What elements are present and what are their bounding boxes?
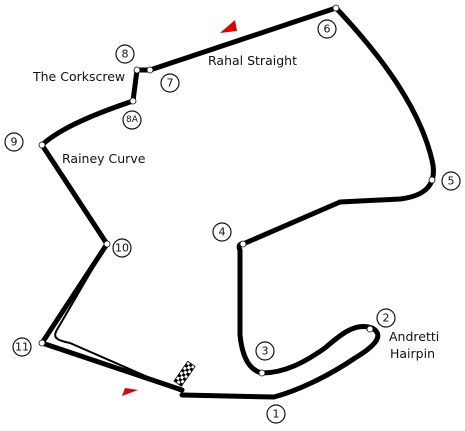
pit-lane bbox=[54, 243, 183, 393]
corner-dot bbox=[146, 66, 154, 74]
svg-text:8A: 8A bbox=[126, 115, 139, 125]
corner-dot bbox=[366, 325, 374, 333]
label-andretti-hairpin-line2: Hairpin bbox=[390, 346, 435, 361]
turn-marker-9: 9 bbox=[4, 132, 24, 152]
svg-text:8: 8 bbox=[122, 48, 129, 61]
corner-dot bbox=[332, 4, 340, 12]
corner-dot bbox=[38, 141, 46, 149]
label-corkscrew: The Corkscrew bbox=[32, 69, 125, 84]
corner-dot bbox=[133, 66, 141, 74]
svg-text:3: 3 bbox=[262, 345, 269, 358]
svg-text:6: 6 bbox=[324, 23, 331, 36]
turn-marker-1: 1 bbox=[266, 404, 286, 424]
turn-marker-8: 8 bbox=[115, 44, 135, 64]
svg-text:9: 9 bbox=[11, 136, 18, 149]
corner-dot bbox=[258, 369, 266, 377]
svg-text:4: 4 bbox=[219, 226, 226, 239]
svg-text:7: 7 bbox=[167, 77, 174, 90]
svg-text:10: 10 bbox=[115, 242, 129, 255]
label-rahal-straight: Rahal Straight bbox=[208, 53, 297, 68]
turn-marker-6: 6 bbox=[317, 19, 337, 39]
turn-marker-2: 2 bbox=[376, 308, 396, 328]
direction-arrow-icon bbox=[220, 20, 237, 33]
label-rainey-curve: Rainey Curve bbox=[62, 151, 146, 166]
corner-dot bbox=[428, 176, 436, 184]
turn-marker-4: 4 bbox=[212, 222, 232, 242]
turn-marker-5: 5 bbox=[441, 171, 461, 191]
svg-text:1: 1 bbox=[273, 408, 280, 421]
svg-text:2: 2 bbox=[383, 312, 390, 325]
checkered-flag-icon bbox=[173, 360, 196, 387]
turn-marker-10: 10 bbox=[112, 238, 132, 258]
turn-marker-3: 3 bbox=[255, 341, 275, 361]
track-outline bbox=[39, 5, 436, 400]
svg-text:11: 11 bbox=[15, 341, 29, 354]
corner-dot bbox=[129, 97, 137, 105]
turn-marker-11: 11 bbox=[12, 337, 32, 357]
corner-dot bbox=[103, 240, 111, 248]
direction-arrow-icon bbox=[122, 388, 138, 396]
turn-marker-7: 7 bbox=[160, 73, 180, 93]
turn-marker-8a: 8A bbox=[122, 110, 142, 130]
corner-dot bbox=[38, 339, 46, 347]
svg-text:5: 5 bbox=[448, 175, 455, 188]
corner-dot bbox=[239, 240, 247, 248]
label-andretti-hairpin-line1: Andretti bbox=[389, 329, 439, 344]
